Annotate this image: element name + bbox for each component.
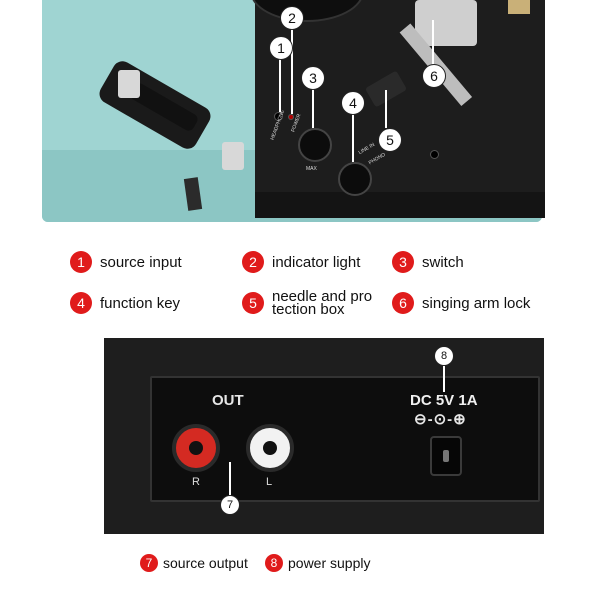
rca-output-right[interactable]: [172, 424, 220, 472]
legend-badge-5: 5: [242, 292, 264, 314]
dc-power-jack[interactable]: [430, 436, 462, 476]
legend-item-power-supply: 8 power supply: [265, 554, 371, 572]
callout-4: 4: [341, 91, 365, 115]
rca-left-label: L: [266, 476, 273, 488]
callout-2: 2: [280, 6, 304, 30]
callout-7: 7: [220, 495, 240, 515]
rca-right-label: R: [192, 476, 200, 488]
max-label: MAX: [306, 166, 317, 172]
leader-line-2: [291, 28, 293, 114]
legend-item-switch: 3 switch: [392, 251, 464, 273]
leader-line-8: [443, 362, 445, 392]
leader-line-7: [229, 462, 231, 496]
handle-hinge-right: [222, 142, 244, 170]
legend-label-7: source output: [163, 554, 248, 571]
callout-8: 8: [434, 346, 454, 366]
legend-badge-7: 7: [140, 554, 158, 572]
turntable-top-photo: HEADPHONE POWER MAX LINE IN PHONO 1 2 3 …: [0, 0, 600, 225]
handle-hinge-left: [118, 70, 140, 98]
legend-item-singing-arm-lock: 6 singing arm lock: [392, 292, 530, 314]
legend-item-source-output: 7 source output: [140, 554, 248, 572]
rca-right-pin: [189, 441, 203, 455]
legend-label-5: needle and pro tection box: [272, 288, 373, 318]
legend-badge-8: 8: [265, 554, 283, 572]
legend-label-8: power supply: [288, 554, 371, 571]
rca-output-left[interactable]: [246, 424, 294, 472]
dc-jack-pin: [443, 450, 449, 462]
callout-6: 6: [422, 64, 446, 88]
leader-line-4: [352, 112, 354, 162]
control-deck-edge: [255, 192, 545, 218]
leader-line-3: [312, 88, 314, 128]
out-label: OUT: [212, 392, 244, 409]
leader-line-5: [385, 90, 387, 128]
callout-5: 5: [378, 128, 402, 152]
legend-badge-6: 6: [392, 292, 414, 314]
legend-badge-1: 1: [70, 251, 92, 273]
power-volume-knob[interactable]: [298, 128, 332, 162]
legend-item-needle-protection-box: 5 needle and pro tection box: [242, 288, 382, 318]
callout-1: 1: [269, 36, 293, 60]
dc-polarity-symbol: ⊖-⊙-⊕: [414, 411, 467, 428]
function-selector-knob[interactable]: [338, 162, 372, 196]
legend-item-indicator-light: 2 indicator light: [242, 251, 360, 273]
connector-plate: [150, 376, 540, 502]
legend-badge-3: 3: [392, 251, 414, 273]
leader-line-1: [279, 56, 281, 112]
lid-clasp: [508, 0, 530, 14]
back-panel-photo: [104, 338, 544, 534]
tonearm-base: [415, 0, 477, 46]
screw-hole: [430, 150, 439, 159]
legend-label-2: indicator light: [272, 253, 361, 271]
legend-badge-2: 2: [242, 251, 264, 273]
legend-label-6: singing arm lock: [422, 294, 531, 312]
callout-3: 3: [301, 66, 325, 90]
headphone-jack[interactable]: [274, 112, 283, 121]
dc-input-label: DC 5V 1A: [410, 392, 478, 409]
legend-item-source-input: 1 source input: [70, 251, 182, 273]
legend-label-1: source input: [100, 253, 182, 271]
control-deck: [255, 0, 545, 218]
legend-item-function-key: 4 function key: [70, 292, 180, 314]
legend-label-4: function key: [100, 294, 181, 312]
legend-badge-4: 4: [70, 292, 92, 314]
leader-line-6: [432, 20, 434, 64]
power-indicator-light: [288, 114, 294, 120]
rca-left-pin: [263, 441, 277, 455]
legend-label-3: switch: [422, 253, 464, 271]
